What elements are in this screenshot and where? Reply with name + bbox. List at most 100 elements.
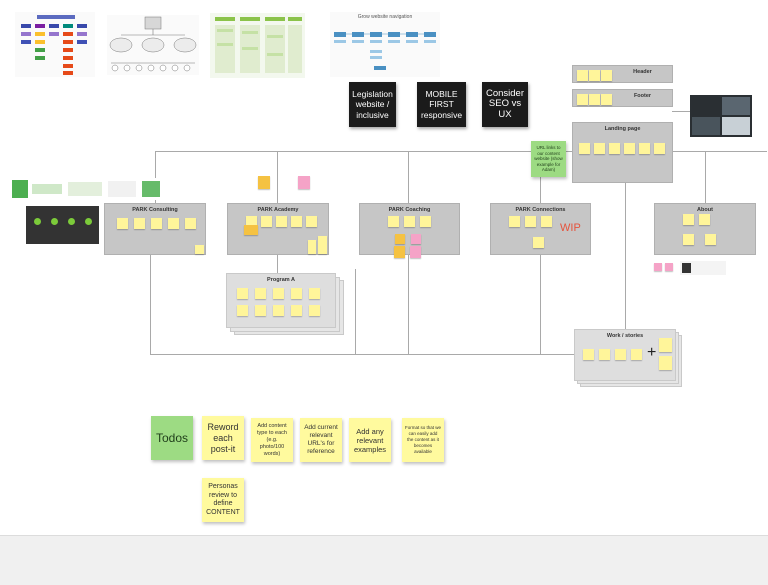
sitemap-reference-image[interactable] <box>15 12 95 77</box>
sticky-note[interactable] <box>654 143 665 154</box>
park-connections-frame[interactable]: PARK Connections <box>490 203 591 255</box>
sticky-note[interactable] <box>237 288 248 299</box>
consulting-reference-strip[interactable] <box>12 178 170 200</box>
todo-sticky-personas[interactable]: Personas review to define CONTENT <box>202 478 244 522</box>
sticky-note[interactable] <box>273 305 284 316</box>
navigation-reference-image[interactable]: Grow website navigation <box>330 12 440 77</box>
sticky-note[interactable] <box>577 94 588 105</box>
url-links-sticky[interactable]: URL links to our content website (show e… <box>531 141 566 177</box>
sticky-note[interactable] <box>258 176 270 189</box>
sticky-note[interactable] <box>318 236 327 254</box>
sticky-note[interactable] <box>395 234 405 244</box>
about-reference-image[interactable] <box>680 261 726 275</box>
sticky-note[interactable] <box>255 305 266 316</box>
connector-line <box>277 255 278 275</box>
sticky-note[interactable] <box>631 349 642 360</box>
todo-sticky-content-type[interactable]: Add content type to each (e.g. photo/100… <box>251 418 293 462</box>
sticky-note[interactable] <box>276 216 287 227</box>
sticky-note[interactable] <box>388 216 399 227</box>
park-connections-title: PARK Connections <box>515 207 566 213</box>
footer-frame[interactable]: Footer <box>572 89 673 107</box>
sticky-note[interactable] <box>594 143 605 154</box>
sticky-note[interactable] <box>410 246 421 258</box>
park-consulting-title: PARK Consulting <box>132 207 178 213</box>
sticky-note[interactable] <box>599 349 610 360</box>
sticky-note[interactable] <box>255 288 266 299</box>
sticky-note[interactable] <box>151 218 162 229</box>
sticky-note[interactable] <box>509 216 520 227</box>
sticky-note[interactable] <box>533 237 544 248</box>
sticky-note[interactable] <box>168 218 179 229</box>
todo-sticky-urls[interactable]: Add current relevant URL's for reference <box>300 418 342 462</box>
sticky-note[interactable] <box>541 216 552 227</box>
sticky-note[interactable] <box>589 70 600 81</box>
sticky-note[interactable] <box>308 240 316 254</box>
sticky-note[interactable] <box>306 216 317 227</box>
park-coaching-frame[interactable]: PARK Coaching <box>359 203 460 255</box>
sticky-note[interactable] <box>601 94 612 105</box>
sticky-note[interactable] <box>583 349 594 360</box>
program-a-frame[interactable]: Program A <box>226 273 336 328</box>
sticky-note[interactable] <box>577 70 588 81</box>
sticky-note[interactable] <box>609 143 620 154</box>
park-academy-frame[interactable]: PARK Academy <box>227 203 329 255</box>
work-stories-frame[interactable]: Work / stories <box>574 329 676 381</box>
landing-page-frame[interactable]: Landing page <box>572 122 673 183</box>
whiteboard-canvas[interactable]: Grow website navigation Legislation webs… <box>0 0 768 535</box>
sticky-note[interactable] <box>291 216 302 227</box>
legislation-card[interactable]: Legislation website / inclusive <box>349 82 396 127</box>
sticky-note[interactable] <box>185 218 196 229</box>
todo-sticky-reword[interactable]: Reword each post-it <box>202 416 244 460</box>
sticky-note[interactable] <box>411 234 421 244</box>
sticky-note[interactable] <box>705 234 716 245</box>
about-frame[interactable]: About <box>654 203 756 255</box>
header-frame[interactable]: Header <box>572 65 673 83</box>
sticky-note[interactable] <box>624 143 635 154</box>
hierarchy-reference-image[interactable] <box>107 15 199 75</box>
strip-block <box>12 180 28 198</box>
sticky-note[interactable] <box>244 225 258 235</box>
sticky-note[interactable] <box>394 246 405 258</box>
strip-block <box>108 181 136 197</box>
connector-line <box>625 183 626 333</box>
sticky-note[interactable] <box>601 70 612 81</box>
sticky-note[interactable] <box>665 263 673 271</box>
sticky-note[interactable] <box>291 288 302 299</box>
sticky-note[interactable] <box>699 214 710 225</box>
sticky-note[interactable] <box>237 305 248 316</box>
sticky-note[interactable] <box>309 305 320 316</box>
sticky-note[interactable] <box>683 214 694 225</box>
sticky-note[interactable] <box>659 338 672 352</box>
landing-page-screenshot[interactable] <box>690 95 752 137</box>
sticky-note[interactable] <box>261 216 272 227</box>
sticky-note[interactable] <box>639 143 650 154</box>
sticky-note[interactable] <box>291 305 302 316</box>
work-stories-title: Work / stories <box>606 333 644 339</box>
content-map-reference-image[interactable] <box>210 13 305 78</box>
todos-title-sticky[interactable]: Todos <box>151 416 193 460</box>
sticky-note[interactable] <box>246 216 257 227</box>
sticky-note[interactable] <box>117 218 128 229</box>
sticky-note[interactable] <box>683 234 694 245</box>
sticky-note[interactable] <box>589 94 600 105</box>
seo-ux-card[interactable]: Consider SEO vs UX <box>482 82 528 127</box>
sticky-note[interactable] <box>420 216 431 227</box>
sticky-note[interactable] <box>525 216 536 227</box>
todo-sticky-format[interactable]: Format so that we can easily add the con… <box>402 418 444 462</box>
add-plus-icon[interactable]: + <box>647 344 657 361</box>
sticky-note[interactable] <box>404 216 415 227</box>
sticky-note[interactable] <box>298 176 310 189</box>
sticky-note[interactable] <box>273 288 284 299</box>
consulting-dark-screenshot[interactable] <box>26 206 99 244</box>
sticky-note[interactable] <box>579 143 590 154</box>
todo-sticky-examples[interactable]: Add any relevant examples <box>349 418 391 462</box>
sticky-note[interactable] <box>659 356 672 370</box>
mobile-first-card[interactable]: MOBILE FIRST responsive <box>417 82 466 127</box>
sticky-note[interactable] <box>195 245 204 254</box>
green-dot <box>51 218 58 225</box>
sticky-note[interactable] <box>654 263 662 271</box>
park-consulting-frame[interactable]: PARK Consulting <box>104 203 206 255</box>
sticky-note[interactable] <box>309 288 320 299</box>
sticky-note[interactable] <box>134 218 145 229</box>
sticky-note[interactable] <box>615 349 626 360</box>
